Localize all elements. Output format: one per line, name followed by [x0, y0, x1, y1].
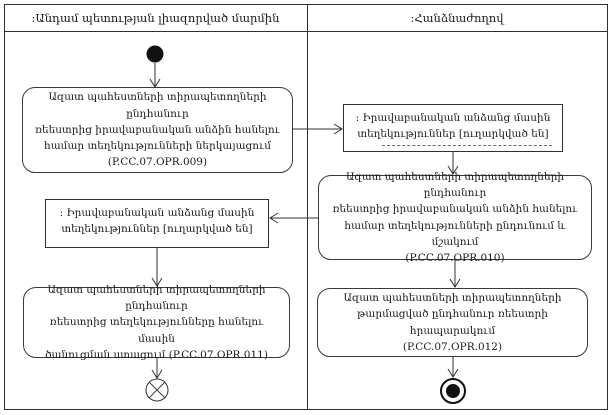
- lane-header-member-state-authority: :Անդամ պետության լիազորված մարմին: [31, 10, 280, 25]
- object-node-label: : Իրավաբանական անձանց մասին տեղեկություն…: [59, 207, 255, 236]
- action-node-012: Ազատ պահեստների տիրապետողների թարմացված …: [317, 288, 588, 357]
- dashed-separator: [382, 145, 552, 146]
- lane-header-underline: [4, 31, 607, 32]
- action-node-011: Ազատ պահեստների տիրապետողների ընդհանուր …: [23, 284, 290, 361]
- object-node-label: : Իրավաբանական անձանց մասին տեղեկություն…: [355, 112, 551, 141]
- lane-header-commission: :Հանձնաժողով: [410, 10, 504, 25]
- action-node-010: Ազատ պահեստների տիրապետողների ընդհանուր …: [318, 171, 592, 264]
- object-node-info-sent-to-authority: : Իրավաբանական անձանց մասին տեղեկություն…: [45, 199, 269, 248]
- action-node-009: Ազատ պահեստների տիրապետողների ընդհանուր …: [22, 87, 293, 173]
- object-node-info-sent-to-commission: : Իրավաբանական անձանց մասին տեղեկություն…: [343, 104, 563, 152]
- swimlane-divider: [307, 4, 308, 409]
